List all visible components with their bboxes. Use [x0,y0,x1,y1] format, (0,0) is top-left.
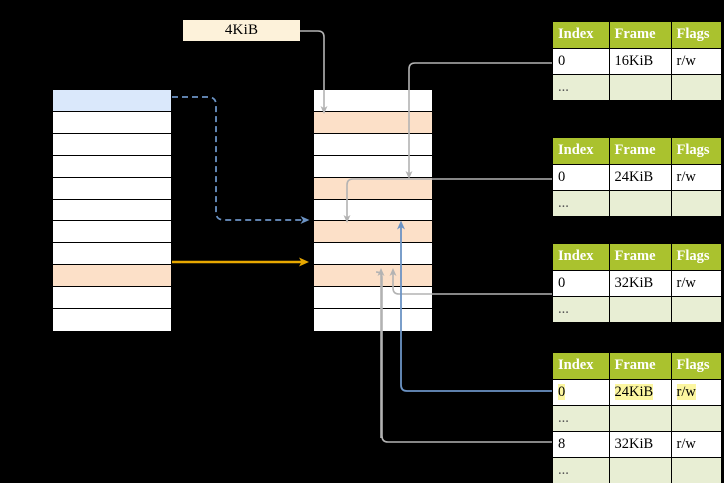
frame-table-cell: r/w [671,270,721,297]
frame-table-cell [609,457,672,483]
frame-table-ellipsis-row: ... [553,190,721,216]
frame-table-cell: 8 [553,431,610,458]
frame-table-cell: ... [553,74,610,100]
left-page-table [52,89,172,331]
frame-table-header-frame: Frame [609,353,672,380]
middle-page-table-row [314,133,432,156]
middle-page-table-row [314,265,432,288]
frame-table-header-index: Index [553,138,610,165]
frame-table-cell: ... [553,296,610,322]
frame-table-cell [609,190,672,216]
middle-page-table-row [314,177,432,200]
frame-table-ellipsis-row: ... [553,296,721,322]
frame-table-ellipsis-row: ... [553,457,721,483]
frame-table-header-index: Index [553,244,610,271]
frame-table-cell: 32KiB [609,270,672,297]
frame-table-cell: 24KiB [609,164,672,191]
frame-table-cell: r/w [671,164,721,191]
frame-table-cell: r/w [671,48,721,75]
middle-page-table-row [314,309,432,331]
frame-table-cell [671,190,721,216]
frame-table-header-frame: Frame [609,22,672,49]
left-page-table-row [53,177,171,200]
frame-table-header-flags: Flags [671,244,721,271]
middle-page-table [313,89,433,331]
page-size-label-text: 4KiB [224,22,259,38]
frame-table-cell: 0 [553,270,610,297]
middle-page-table-row [314,199,432,222]
frame-table-cell: 16KiB [609,48,672,75]
frame-table-cell: 0 [553,164,610,191]
frame-table-cell: 0 [553,379,610,406]
frame-table-cell: 24KiB [609,379,672,406]
left-page-table-row [53,243,171,266]
left-page-table-row [53,133,171,156]
frame-table-cell: ... [553,457,610,483]
left-page-table-row [53,221,171,244]
middle-page-table-row [314,243,432,266]
frame-table-header-index: Index [553,22,610,49]
left-page-table-row [53,265,171,288]
left-page-table-row [53,155,171,178]
middle-page-table-row [314,90,432,112]
left-page-table-row [53,199,171,222]
frame-table-cell: ... [553,190,610,216]
middle-page-table-row [314,287,432,310]
frame-table-cell: 32KiB [609,431,672,458]
frame-table-header-flags: Flags [671,138,721,165]
frame-table-header-frame: Frame [609,138,672,165]
frame-table-cell [609,74,672,100]
frame-table-cell: r/w [671,379,721,406]
connector-left-row1-to-middle [172,96,310,224]
frame-table-cell: ... [553,405,610,432]
frame-table-cell [671,74,721,100]
frame-table-header-flags: Flags [671,22,721,49]
middle-page-table-row [314,221,432,244]
frame-table-cell [609,296,672,322]
frame-table-cell [671,405,721,432]
left-page-table-row [53,90,171,112]
frame-table-header-flags: Flags [671,353,721,380]
frame-table-ellipsis-row: ... [553,405,721,432]
left-page-table-row [53,309,171,331]
frame-table-cell [671,296,721,322]
left-page-table-row [53,111,171,134]
middle-page-table-row [314,155,432,178]
frame-table-cell: r/w [671,431,721,458]
frame-table-header-index: Index [553,353,610,380]
frame-table-header-frame: Frame [609,244,672,271]
page-size-label: 4KiB [183,20,300,41]
middle-page-table-row [314,111,432,134]
frame-table-ellipsis-row: ... [553,74,721,100]
frame-table-cell [609,405,672,432]
frame-table-cell [671,457,721,483]
left-page-table-row [53,287,171,310]
frame-table-cell: 0 [553,48,610,75]
